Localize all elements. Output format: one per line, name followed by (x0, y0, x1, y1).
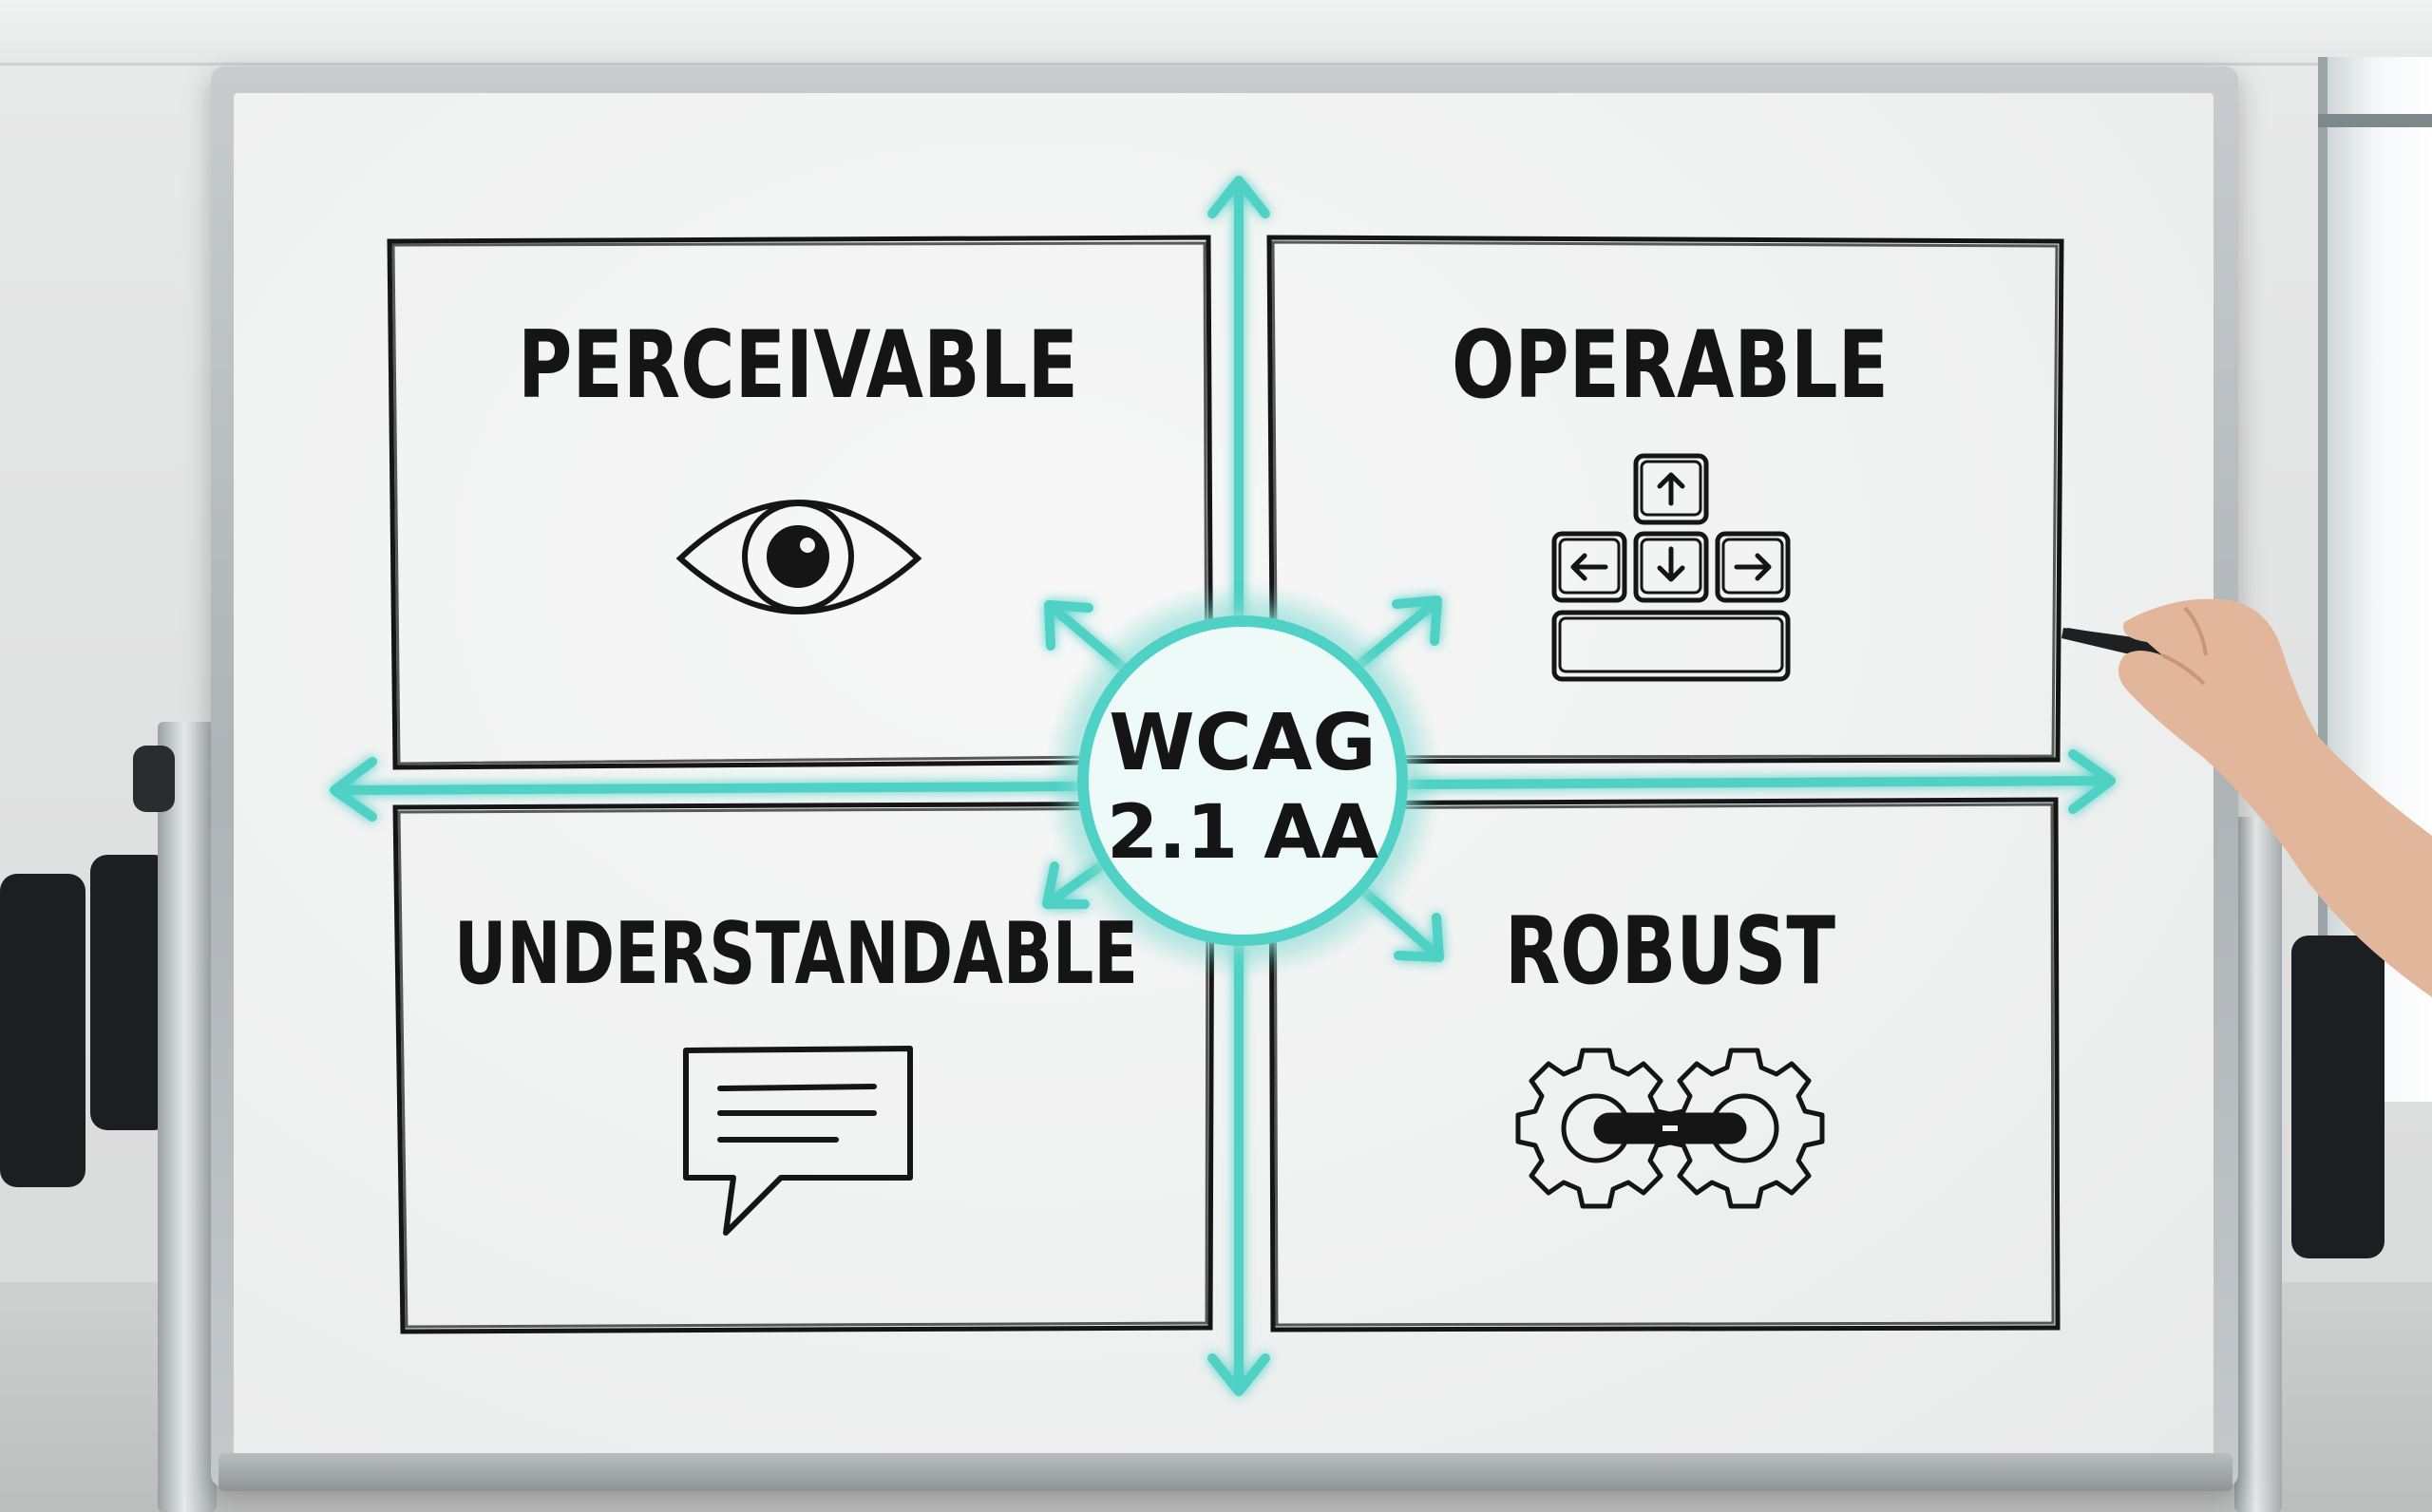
ceiling (0, 0, 2432, 66)
stand-post-right (2234, 817, 2282, 1512)
keyboard-arrow-keys-icon (1551, 453, 1791, 682)
office-chair-right (2291, 936, 2384, 1258)
office-chair-left (0, 874, 86, 1187)
marker-tray (218, 1453, 2232, 1491)
window-frame (2318, 114, 2432, 127)
office-chair-left-2 (90, 855, 171, 1130)
label-operable: OPERABLE (1452, 312, 1889, 420)
quadrant-box-understandable (392, 801, 1215, 1334)
center-line-2: 2.1 AA (1107, 790, 1378, 876)
linked-gears-icon (1515, 1048, 1825, 1209)
label-robust: ROBUST (1505, 898, 1835, 1006)
arrow-left (332, 782, 1088, 795)
label-understandable: UNDERSTANDABLE (454, 904, 1138, 1004)
speech-bubble-icon (683, 1046, 913, 1236)
quadrant-box-robust (1268, 797, 2061, 1332)
hand-with-marker (2062, 598, 2432, 997)
center-line-1: WCAG (1109, 698, 1376, 788)
stand-post-left (158, 722, 217, 1512)
arrow-right (1401, 776, 2114, 789)
wcag-center-badge: WCAG 2.1 AA (1043, 581, 1442, 980)
label-perceivable: PERCEIVABLE (518, 312, 1078, 420)
stand-knob-left (133, 746, 175, 812)
eye-icon (675, 500, 922, 614)
